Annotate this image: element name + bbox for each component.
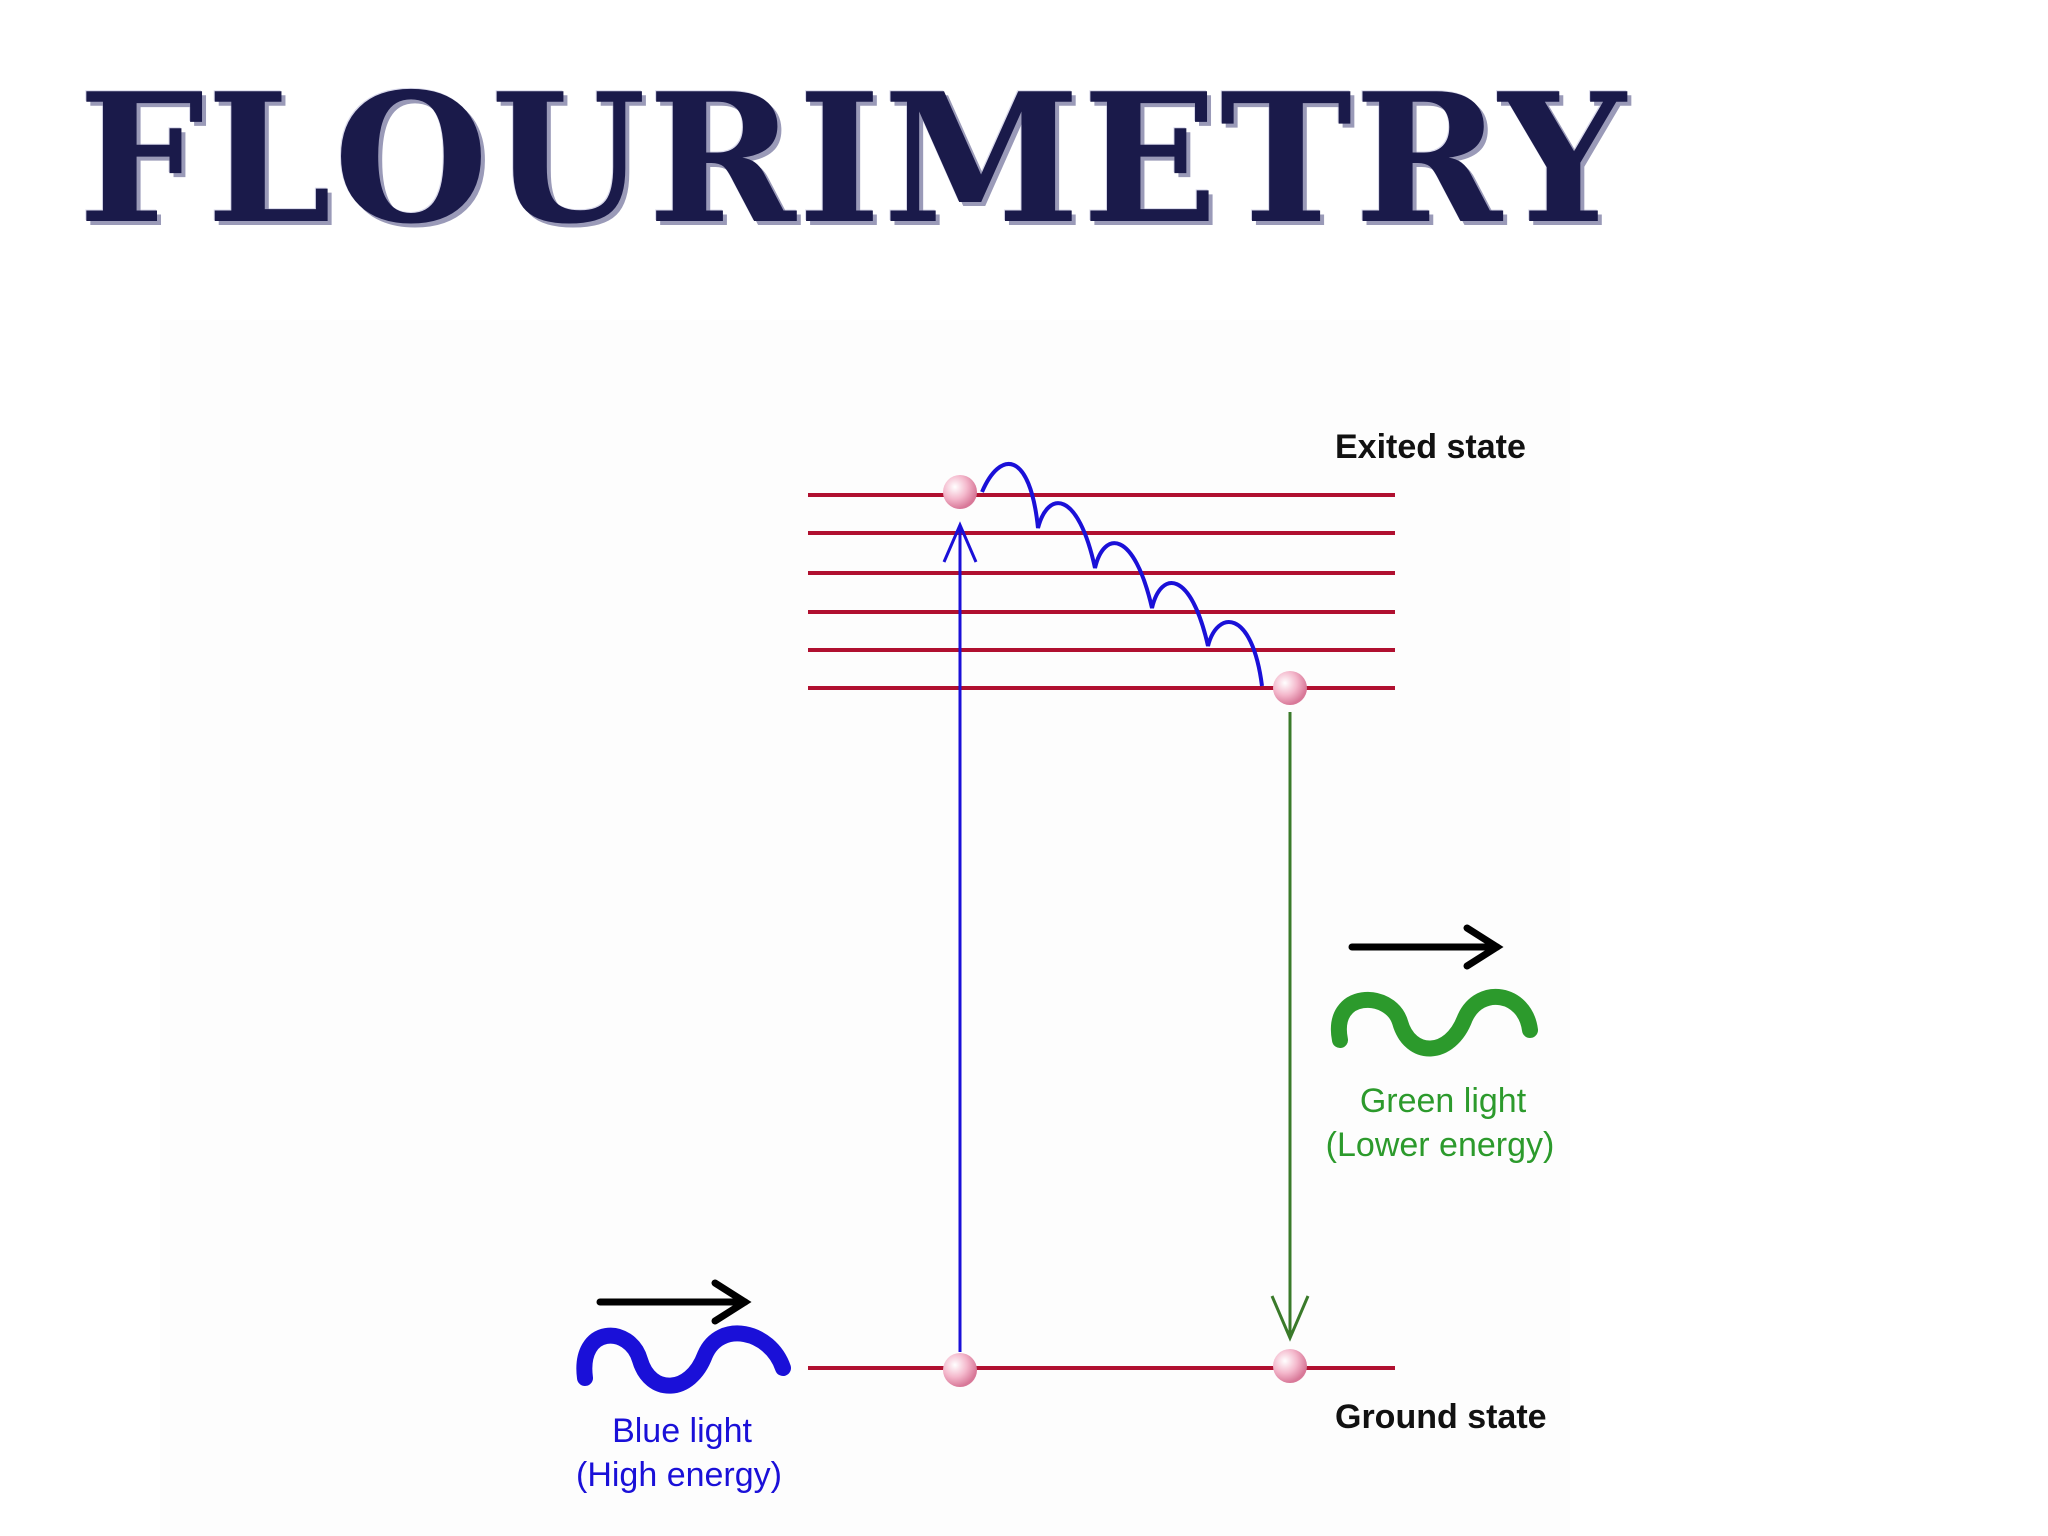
page-title: FLOURIMETRY [78,54,1628,263]
green-wave-icon [1330,988,1538,1057]
absorption-arrow [942,521,978,1352]
vibrational-relaxation-path [980,462,1264,687]
diagram-panel [160,320,1570,1536]
excited-state-label: Exited state [1335,428,1526,466]
green-light-label: Green light [1360,1082,1527,1120]
green-light-group: Green light (Lower energy) [1326,924,1555,1164]
right-arrow-icon [596,1279,752,1325]
green-light-energy-label: (Lower energy) [1326,1126,1555,1164]
electron-ground-left [943,1353,977,1387]
blue-light-group: Blue light (High energy) [576,1279,791,1494]
right-arrow-icon [1348,924,1504,970]
emission-arrow [1270,712,1310,1342]
blue-light-label: Blue light [612,1412,752,1450]
excited-state-levels [808,493,1395,690]
blue-wave-icon [576,1325,791,1394]
electron-excited-bottom [1273,671,1307,705]
electron-ground-right [1273,1349,1307,1383]
ground-state-label: Ground state [1335,1398,1547,1436]
electron-excited-top [943,475,977,509]
blue-light-energy-label: (High energy) [576,1456,782,1494]
